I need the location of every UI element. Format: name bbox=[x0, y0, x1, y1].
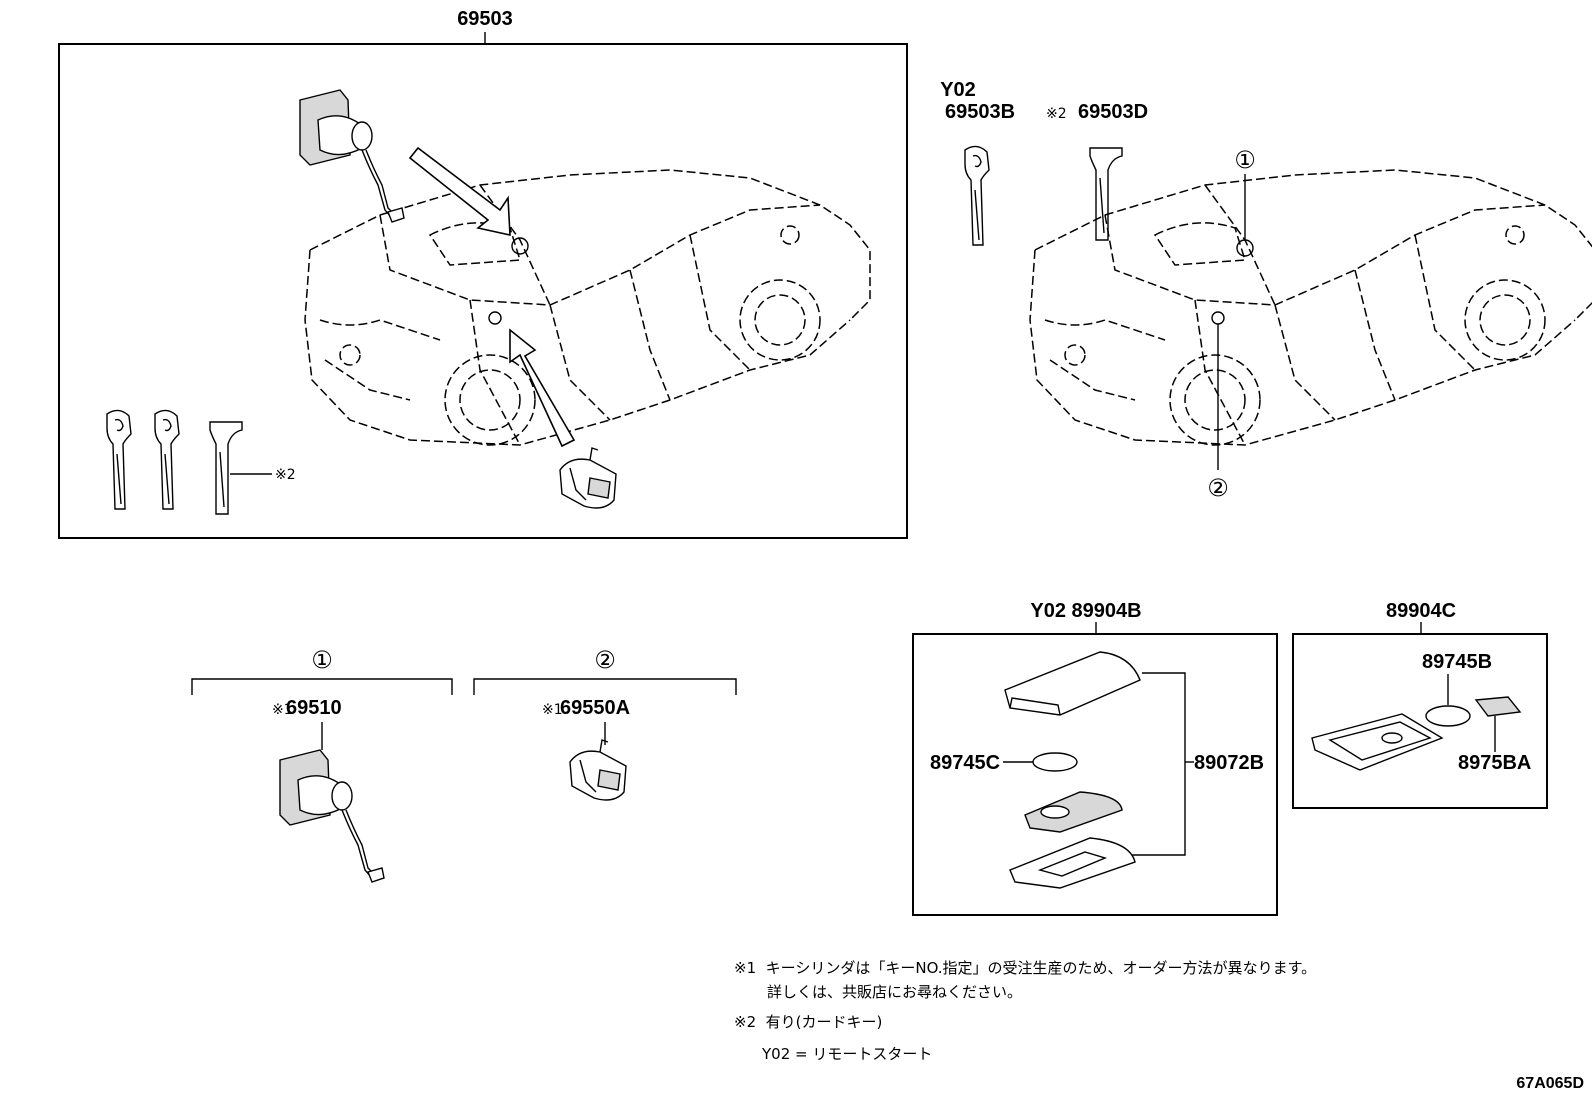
ignition-switch-icon bbox=[559, 447, 617, 509]
key-cylinder-icon bbox=[299, 89, 405, 223]
part-89904B-label: Y02 89904B bbox=[1030, 600, 1141, 622]
card-key-69503D-icon bbox=[1089, 147, 1123, 241]
part-8975BA-label: 8975BA bbox=[1458, 752, 1531, 774]
part-69503-label: 69503 bbox=[457, 8, 513, 30]
part-89745C-label: 89745C bbox=[930, 752, 1000, 774]
note-1-line1: キーシリンダは「キーNO.指定」の受注生産のため、オーダー方法が異なります。 bbox=[765, 959, 1317, 977]
key-69503B-icon bbox=[964, 145, 990, 246]
note-2-text: 有り(カードキー) bbox=[765, 1013, 883, 1031]
note-2: ※2 有り(カードキー) bbox=[734, 1011, 882, 1032]
card-key-mark: ※2 bbox=[275, 467, 296, 483]
callout-1-top: ① bbox=[1234, 146, 1256, 174]
part-69503B-prefix: Y02 bbox=[940, 79, 976, 101]
part-89904C-label: 89904C bbox=[1386, 600, 1456, 622]
card-key-case-icon bbox=[1311, 713, 1444, 771]
part-69510-prefix: ※1 bbox=[272, 702, 293, 718]
arrow-to-switch bbox=[509, 328, 576, 448]
key-cylinder-69510-icon bbox=[279, 749, 385, 883]
arrow-to-door bbox=[408, 146, 511, 237]
part-69550A-prefix: ※1 bbox=[542, 702, 563, 718]
group-69503-box bbox=[58, 43, 908, 539]
part-69503D-prefix: ※2 bbox=[1046, 106, 1067, 122]
key-case-bottom-icon bbox=[1009, 837, 1136, 889]
diagram-code: 67A065D bbox=[1516, 1075, 1584, 1092]
note-y02: Y02 = リモートスタート bbox=[762, 1045, 933, 1063]
note-1-mark: ※1 bbox=[734, 959, 757, 977]
switch-69550A-icon bbox=[569, 739, 627, 801]
group-89904C-box bbox=[1292, 633, 1548, 809]
group-89904B-box bbox=[912, 633, 1278, 916]
part-89745B-label: 89745B bbox=[1422, 651, 1492, 673]
part-69510-label: 69510 bbox=[286, 697, 342, 719]
note-1-line2: 詳しくは、共販店にお尋ねください。 bbox=[767, 983, 1023, 1001]
group-2-callout: ② bbox=[594, 646, 616, 674]
key-case-top-icon bbox=[1004, 651, 1141, 716]
part-69503B-label: 69503B bbox=[945, 101, 1015, 123]
card-cover-8975BA-icon bbox=[1474, 696, 1522, 717]
part-89072B-label: 89072B bbox=[1194, 752, 1264, 774]
key-1-icon bbox=[106, 409, 132, 510]
key-2-icon bbox=[154, 409, 180, 510]
part-69503D-label: 69503D bbox=[1078, 101, 1148, 123]
part-69550A-label: 69550A bbox=[560, 697, 630, 719]
card-key-icon bbox=[209, 421, 243, 515]
note-2-mark: ※2 bbox=[734, 1013, 757, 1031]
group-1-callout: ① bbox=[311, 646, 333, 674]
battery-89745C-icon bbox=[1032, 752, 1078, 772]
battery-89745B-icon bbox=[1425, 705, 1471, 727]
vehicle-outline-right bbox=[1029, 169, 1592, 446]
note-1: ※1 キーシリンダは「キーNO.指定」の受注生産のため、オーダー方法が異なります… bbox=[734, 957, 1316, 978]
callout-2-bottom: ② bbox=[1207, 474, 1229, 502]
circuit-board-icon bbox=[1024, 791, 1123, 833]
